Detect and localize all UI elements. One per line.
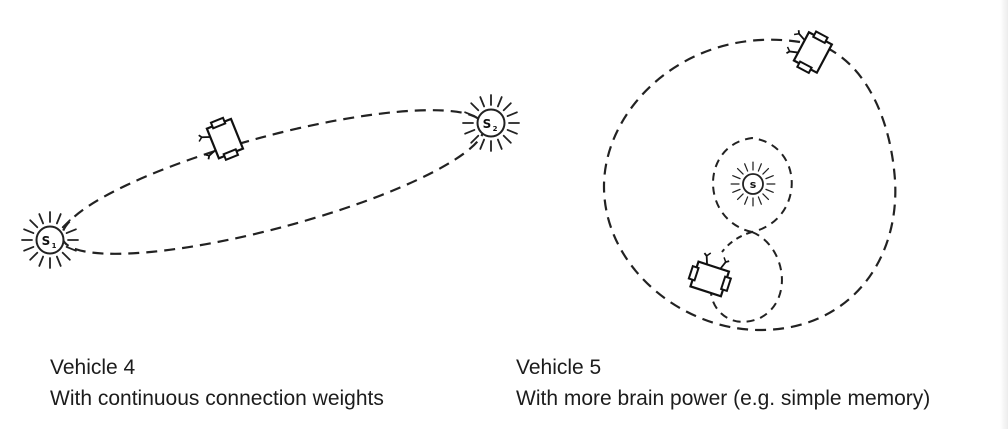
vehicle4-source-s1-label: S [42, 234, 51, 248]
vehicle4-source-s2-subscript: 2 [493, 125, 498, 133]
vehicle4-diagram: S 1 S 2 [21, 94, 520, 269]
vehicle5-source-s-label: s [750, 178, 757, 191]
vehicle5-subtitle: With more brain power (e.g. simple memor… [516, 387, 931, 410]
vehicle4-source-s2: S 2 [462, 94, 520, 152]
vehicle4-robot [193, 114, 246, 168]
vehicle5-title: Vehicle 5 [516, 356, 602, 379]
vehicle4-source-s1-subscript: 1 [52, 242, 57, 250]
vehicle5-inner-loop [712, 136, 793, 233]
vehicle5-source-s: s [730, 161, 776, 207]
vehicle5-caption: Vehicle 5 With more brain power (e.g. si… [516, 352, 930, 414]
vehicle4-source-s2-label: S [483, 117, 492, 131]
vehicle4-caption: Vehicle 4 With continuous connection wei… [50, 352, 384, 414]
vehicle-diagrams: S 1 S 2 [21, 21, 897, 332]
vehicle4-orbit-path [60, 109, 486, 255]
vehicle5-outer-path [602, 38, 897, 332]
vehicle5-connector-path [721, 231, 753, 253]
vehicle5-robot-bottom [685, 247, 738, 299]
vehicle4-subtitle: With continuous connection weights [50, 387, 384, 410]
vehicle5-diagram: s [602, 21, 897, 332]
vehicle5-robot-top [780, 21, 835, 78]
vehicle4-title: Vehicle 4 [50, 356, 136, 379]
vehicle5-lower-loop [709, 231, 783, 323]
slide-edge [1000, 0, 1008, 429]
vehicle4-source-s1: S 1 [21, 211, 79, 269]
